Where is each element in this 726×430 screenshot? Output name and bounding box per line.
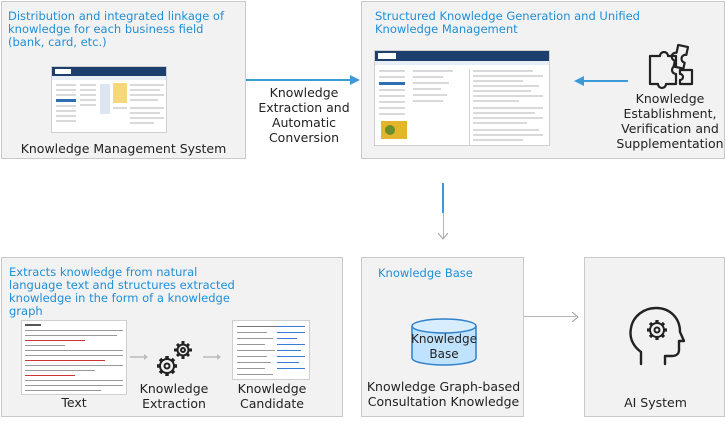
kb-title: Knowledge Base [378, 266, 473, 280]
arrow-to-candidate-icon [203, 354, 221, 360]
arrowhead-down-icon [438, 233, 448, 240]
connector-arrow-right [246, 79, 354, 81]
connector-arrow-down [442, 183, 444, 213]
text-document [21, 320, 127, 395]
extract-box: Extracts knowledge from natural language… [1, 257, 343, 417]
puzzle-icon [648, 43, 694, 90]
database-icon [411, 318, 477, 366]
arrow-to-gears-icon [130, 354, 148, 360]
extract-title: Extracts knowledge from natural language… [9, 265, 235, 318]
structured-title: Structured Knowledge Generation and Unif… [375, 9, 640, 36]
connector-kb-to-ai [524, 316, 576, 317]
connector-thin-line [443, 213, 444, 239]
arrowhead-ai-icon [572, 312, 579, 322]
structured-screenshot [374, 50, 550, 146]
text-label: Text [61, 395, 87, 410]
candidate-document [232, 320, 310, 380]
kb-label: Knowledge Graph-based Consultation Knowl… [366, 379, 521, 409]
connector-middle-label: Knowledge Extraction and Automatic Conve… [258, 85, 350, 145]
ai-box: AI System [584, 257, 725, 417]
kms-screenshot [51, 66, 167, 133]
kb-box: Knowledge Base Knowledge Base Knowledge … [361, 257, 524, 417]
gears-icon [157, 341, 192, 376]
extraction-label: Knowledge Extraction [139, 381, 209, 411]
kb-cylinder-label: Knowledge Base [411, 332, 477, 361]
candidate-label: Knowledge Candidate [237, 381, 307, 411]
structured-box: Structured Knowledge Generation and Unif… [361, 1, 725, 159]
connector-right-label: Knowledge Establishment, Verification an… [616, 91, 724, 151]
connector-arrow-left [582, 80, 628, 82]
kms-title: Distribution and integrated linkage of k… [8, 9, 225, 49]
arrowhead-left-icon [574, 76, 584, 86]
kms-label: Knowledge Management System [20, 141, 227, 156]
kms-box: Distribution and integrated linkage of k… [1, 1, 246, 159]
arrowhead-right-icon [350, 75, 360, 85]
ai-label: AI System [624, 395, 687, 410]
head-gear-icon [629, 306, 685, 366]
